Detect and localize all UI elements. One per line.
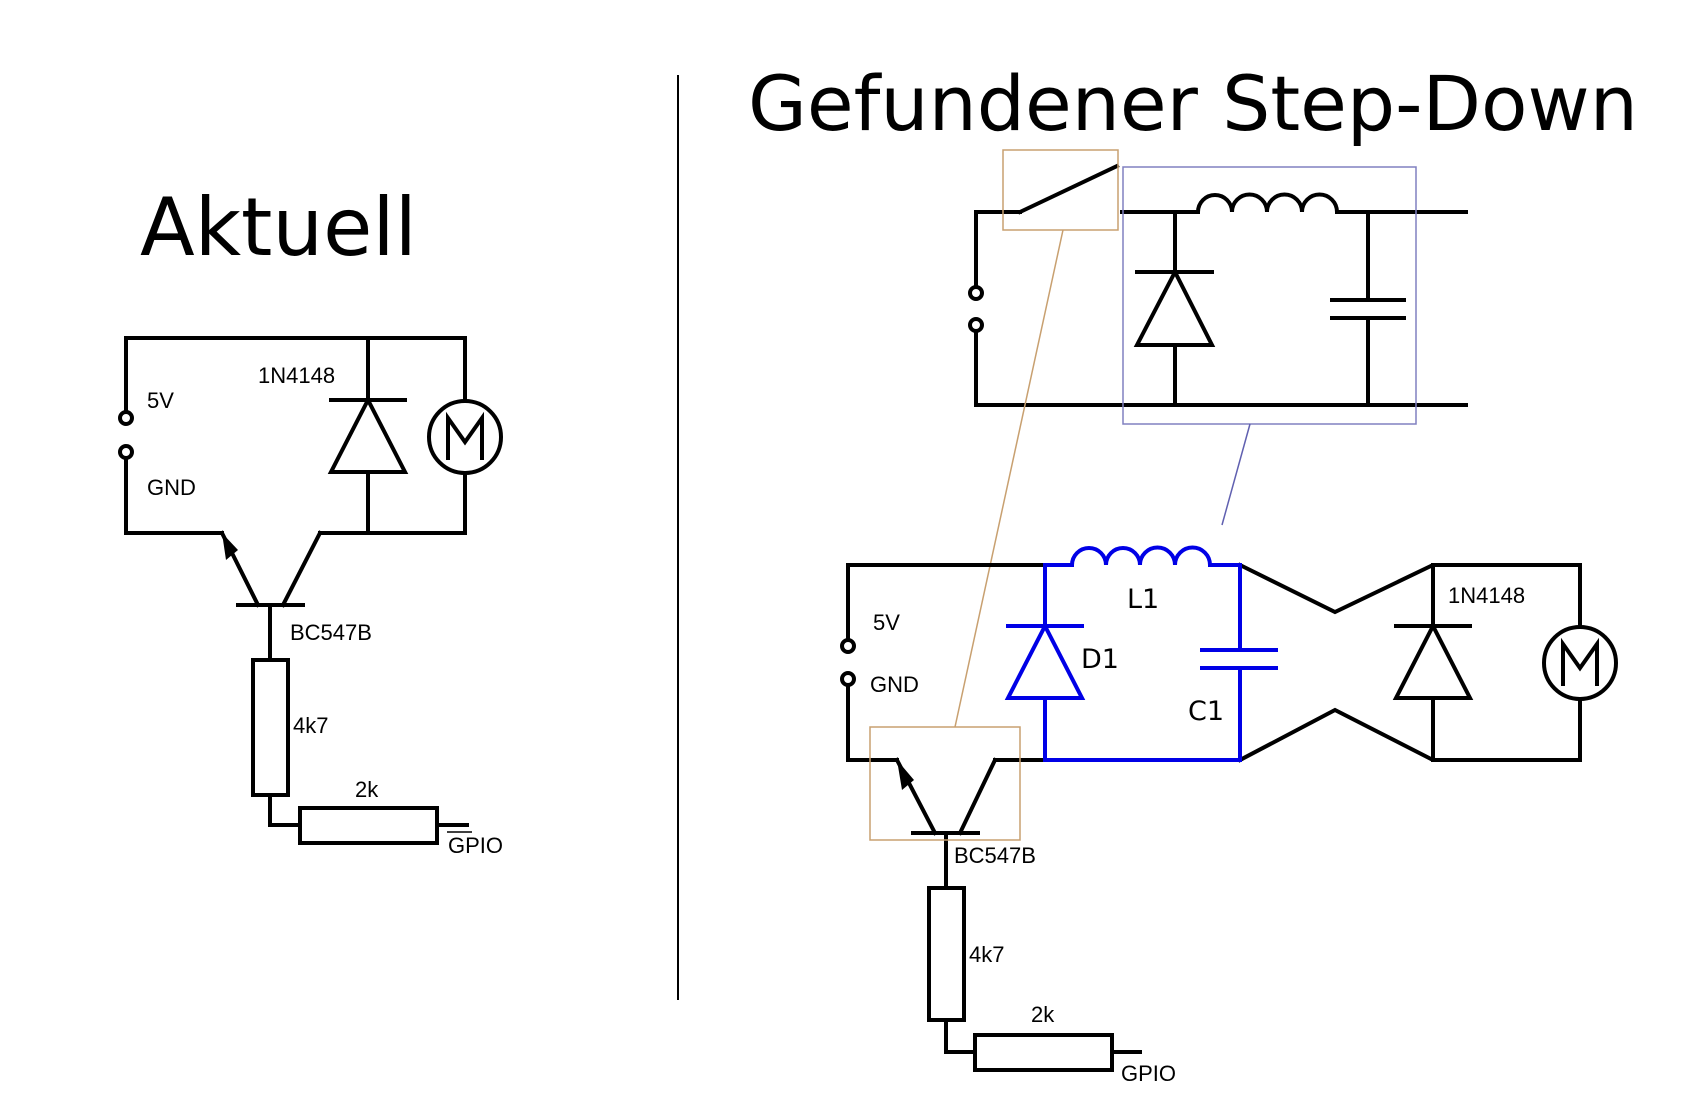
- filter-connector-line: [1221, 423, 1251, 526]
- left-label-transistor: BC547B: [290, 620, 372, 645]
- reference-wires: [974, 163, 1468, 407]
- left-label-gpio: GPIO: [448, 833, 503, 858]
- right-motor-icon: [1542, 625, 1618, 701]
- right-diode-icon: [1392, 621, 1474, 700]
- left-title: Aktuell: [140, 181, 417, 274]
- left-emitter-arrow-icon: [222, 533, 238, 560]
- left-motor-icon: [427, 399, 503, 475]
- left-label-r2: 2k: [355, 777, 379, 802]
- right-label-gnd: GND: [870, 672, 919, 697]
- left-wires: [124, 336, 469, 827]
- right-circuit: 5V GND L1 D1 C1 1N4148 BC547B 4k7 2k GPI…: [840, 545, 1618, 1086]
- right-label-r1: 4k7: [969, 942, 1004, 967]
- right-label-l1: L1: [1127, 584, 1159, 615]
- right-label-5v: 5V: [873, 610, 900, 635]
- left-resistor-4k7-icon: [251, 658, 290, 797]
- left-diode-icon: [327, 395, 409, 474]
- right-label-d1: D1: [1081, 644, 1119, 675]
- left-terminal-5v-icon: [118, 410, 134, 426]
- inductor-l1-icon: [1069, 545, 1213, 568]
- right-label-transistor: BC547B: [954, 843, 1036, 868]
- stepdown-reference: [968, 149, 1468, 425]
- right-resistor-2k-icon: [973, 1033, 1114, 1072]
- reference-inductor-icon: [1195, 192, 1340, 215]
- right-label-gpio: GPIO: [1121, 1061, 1176, 1086]
- right-label-r2: 2k: [1031, 1002, 1055, 1027]
- capacitor-c1-icon: [1200, 648, 1278, 670]
- right-label-c1: C1: [1188, 696, 1224, 727]
- left-label-diode: 1N4148: [258, 363, 335, 388]
- switch-highlight-box: [1002, 149, 1119, 231]
- right-emitter-arrow-icon: [897, 760, 914, 790]
- left-label-5v: 5V: [147, 388, 174, 413]
- right-title: Gefundener Step-Down: [748, 59, 1638, 148]
- right-terminal-5v-icon: [840, 638, 856, 654]
- reference-terminal-top-icon: [968, 285, 984, 301]
- right-resistor-4k7-icon: [927, 886, 966, 1022]
- right-label-diode: 1N4148: [1448, 583, 1525, 608]
- transistor-highlight-box: [869, 726, 1021, 841]
- right-terminal-gnd-icon: [840, 671, 856, 687]
- left-label-r1: 4k7: [293, 713, 328, 738]
- switch-connector-line: [954, 229, 1064, 728]
- left-resistor-2k-icon: [298, 806, 439, 845]
- left-label-gnd: GND: [147, 475, 196, 500]
- left-terminal-gnd-icon: [118, 444, 134, 460]
- diode-d1-icon: [1004, 621, 1086, 700]
- reference-capacitor-icon: [1330, 298, 1406, 320]
- reference-diode-icon: [1133, 267, 1216, 347]
- reference-terminal-bottom-icon: [968, 317, 984, 333]
- filter-highlight-box: [1122, 166, 1417, 425]
- inserted-stepdown: [1004, 545, 1278, 762]
- left-circuit: 5V GND 1N4148 BC547B 4k7 2k GPIO: [118, 336, 503, 858]
